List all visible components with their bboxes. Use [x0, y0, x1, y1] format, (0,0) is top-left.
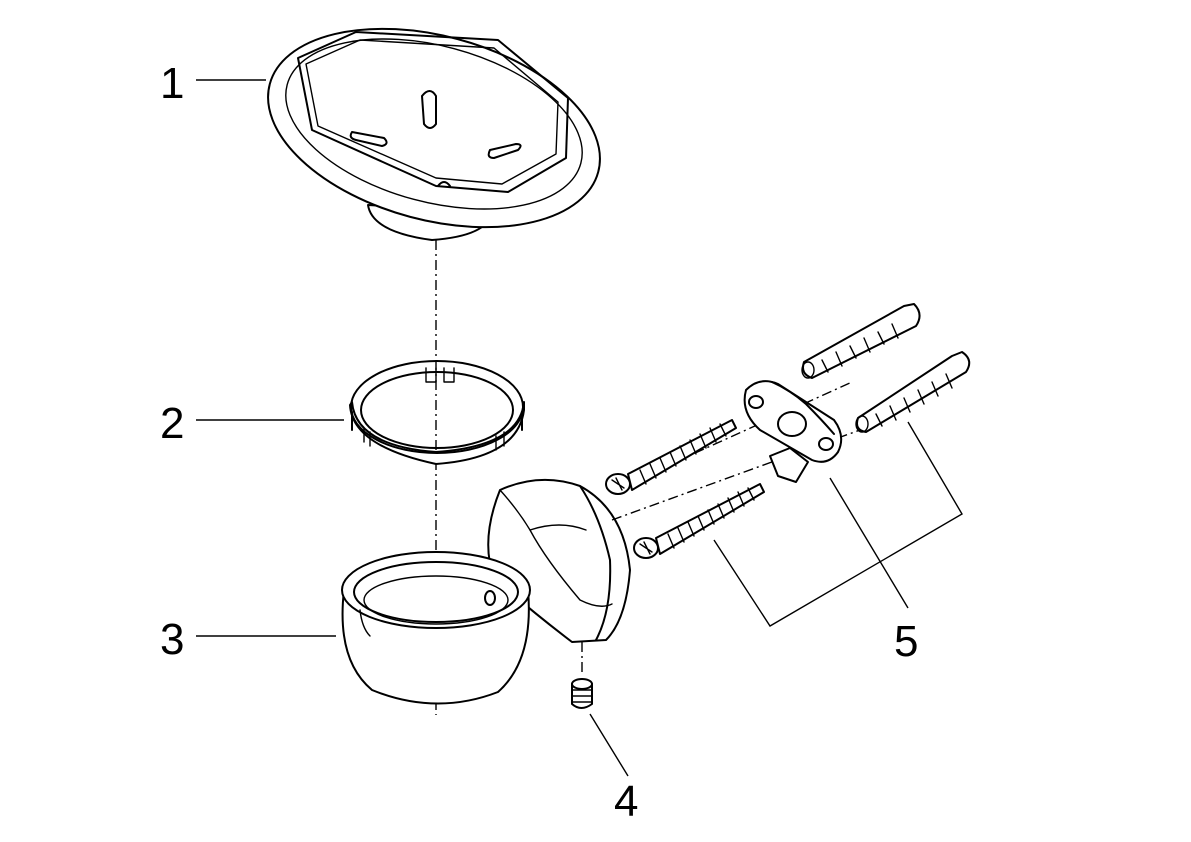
callout-4: 4	[614, 777, 638, 826]
soap-dish-icon	[267, 27, 601, 241]
wood-screw-icon	[605, 419, 737, 495]
retaining-ring-icon	[349, 360, 525, 465]
callout-2: 2	[160, 399, 184, 448]
mount-axis-lower	[611, 429, 861, 521]
set-screw-icon	[571, 678, 593, 709]
callout-5: 5	[894, 617, 918, 666]
leader-5-bracket	[713, 421, 963, 627]
holder-cup-icon	[341, 478, 631, 705]
mounting-plate-icon	[743, 380, 843, 483]
wood-screw-icon	[633, 483, 765, 559]
wall-plug-icon	[855, 351, 971, 433]
callout-1: 1	[160, 59, 184, 108]
leader-5-plate	[829, 477, 909, 609]
leader-4	[589, 713, 629, 777]
wall-plug-icon	[801, 303, 921, 379]
callout-3: 3	[160, 615, 184, 664]
